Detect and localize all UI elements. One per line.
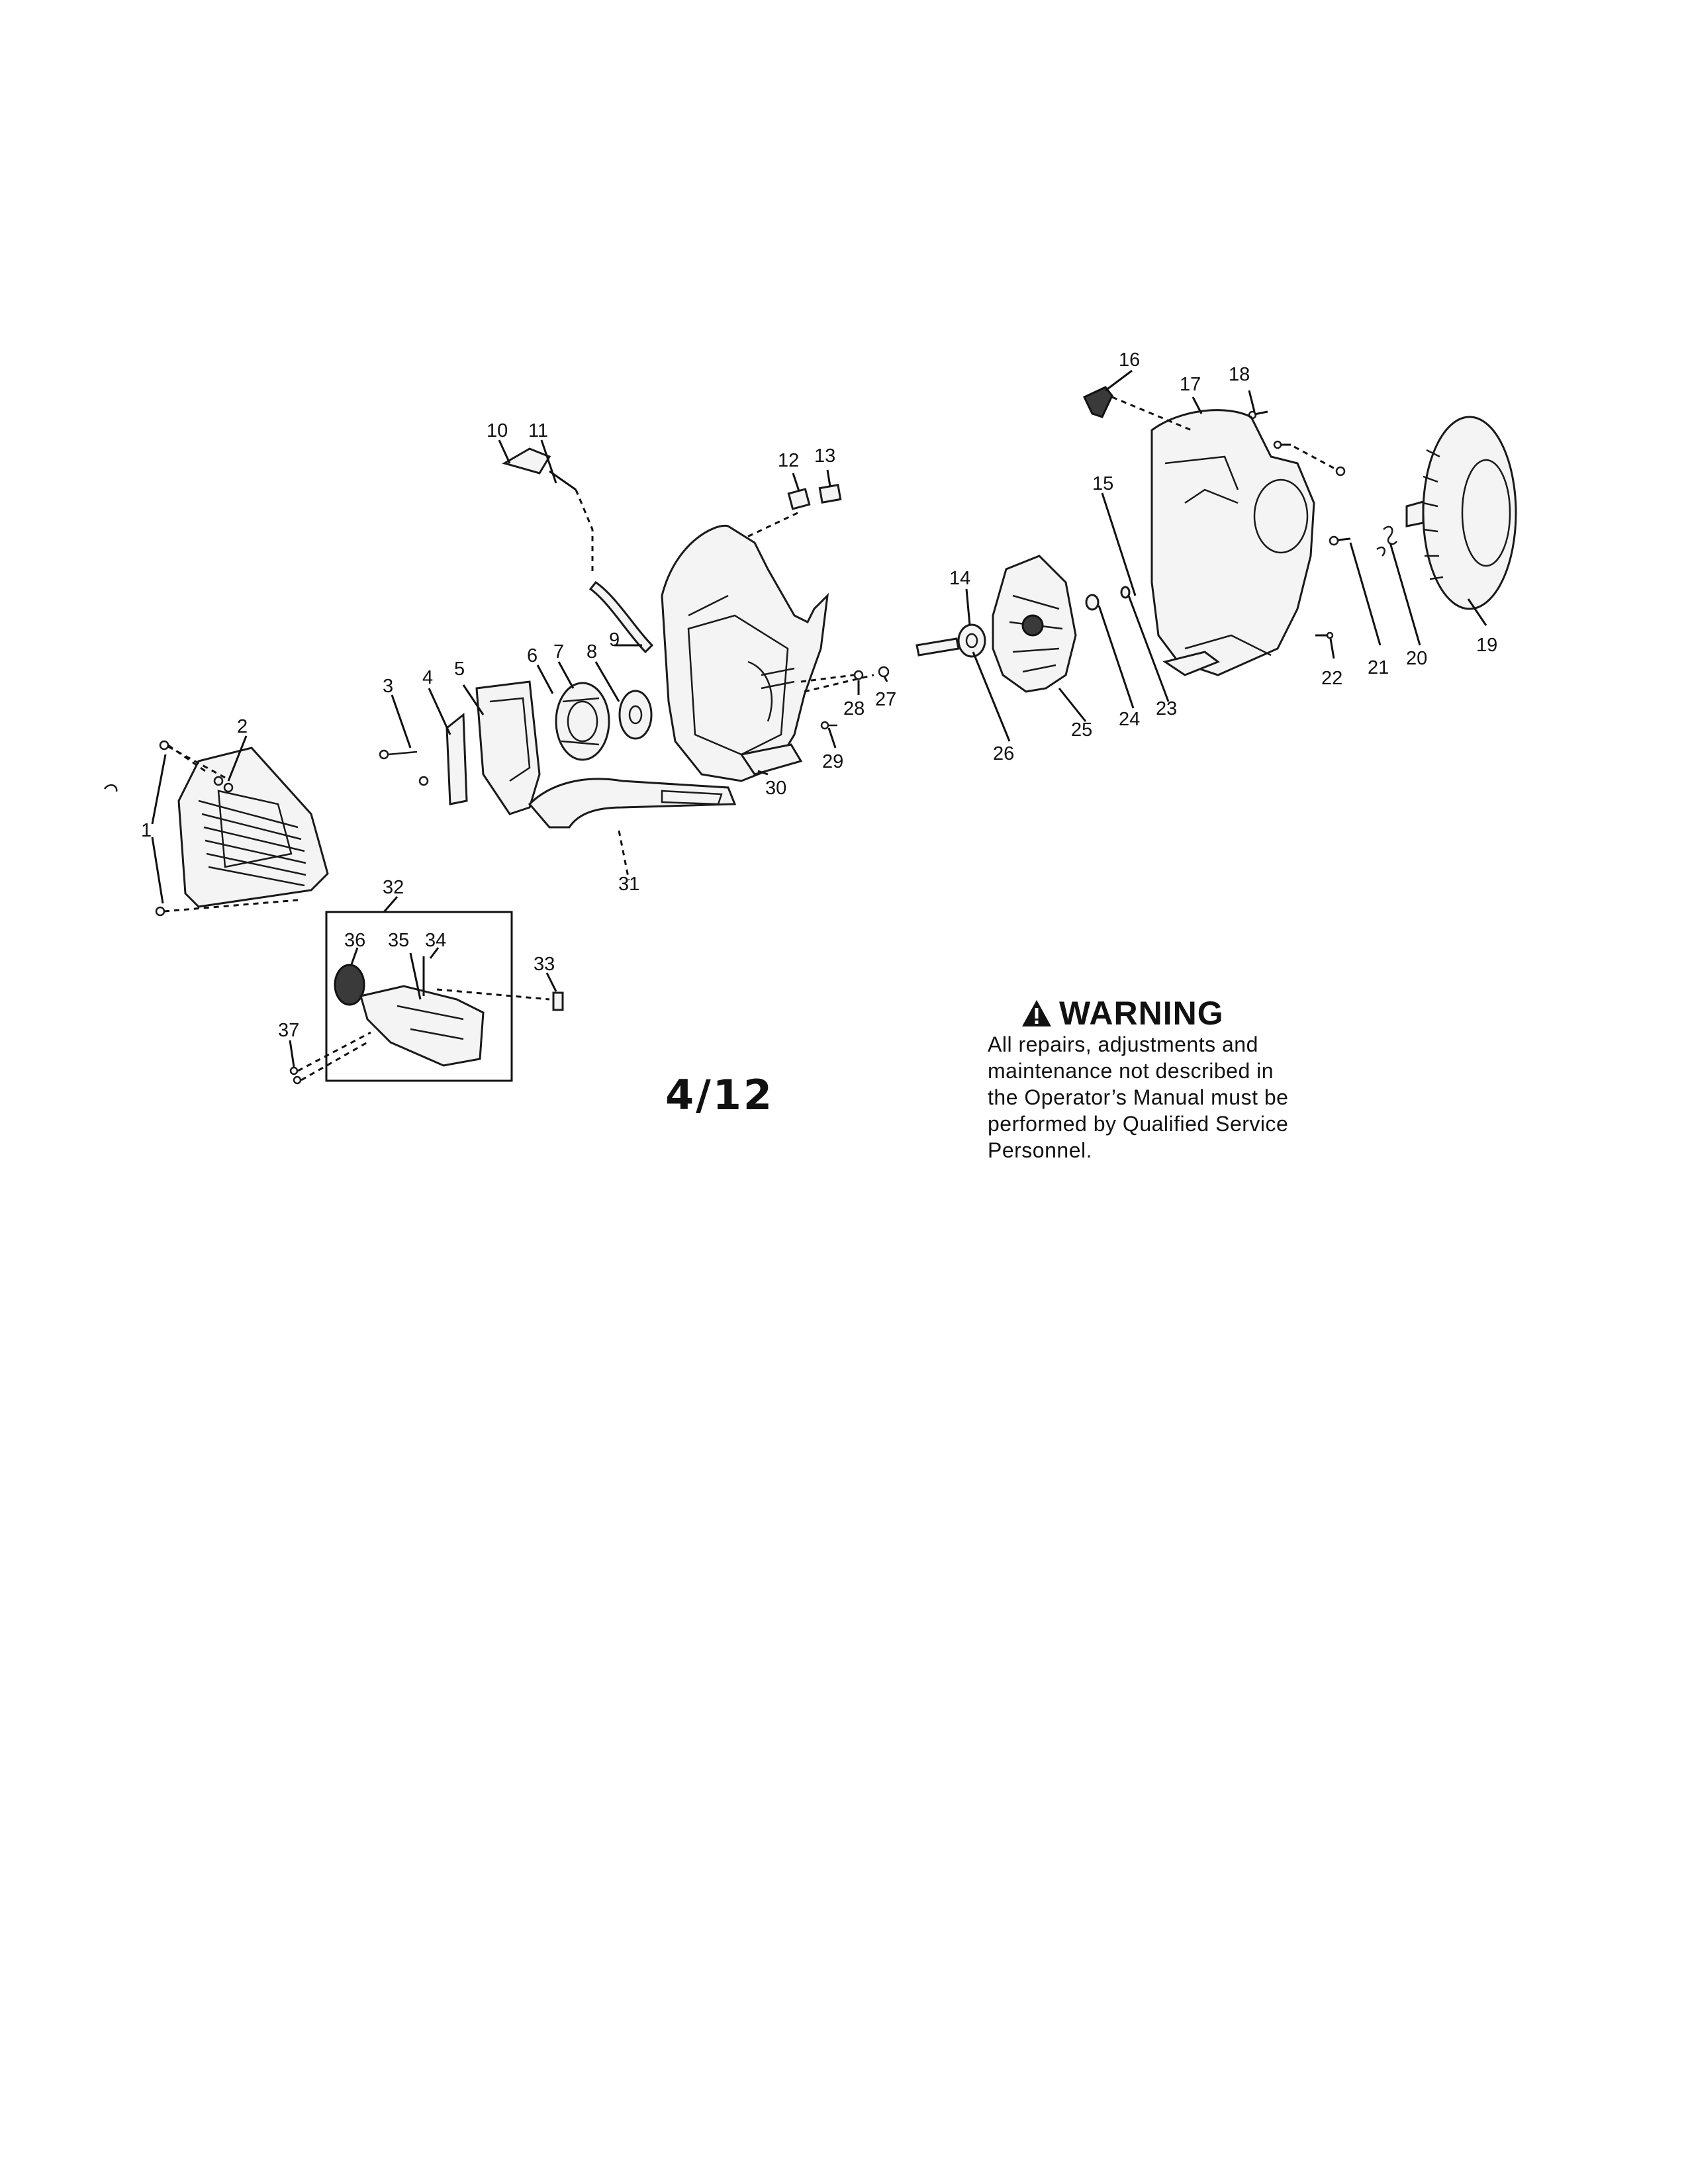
callout-7: 7	[553, 641, 564, 662]
engine-housing	[661, 524, 829, 782]
page-number: 4/12	[665, 1071, 774, 1119]
callout-30: 30	[765, 778, 786, 799]
warning-notice: WARNING All repairs, adjustments and mai…	[988, 994, 1358, 1163]
callout-14: 14	[949, 568, 970, 589]
intake-guard	[1405, 416, 1517, 610]
fasteners-27-29	[800, 666, 890, 730]
callout-27: 27	[875, 689, 896, 710]
switch-part	[1082, 386, 1192, 432]
callout-33: 33	[534, 954, 555, 975]
callout-4: 4	[422, 667, 433, 688]
callout-15: 15	[1092, 473, 1113, 494]
blower-housing	[1150, 409, 1315, 676]
fan-assembly	[915, 555, 1131, 693]
callout-24: 24	[1119, 709, 1140, 730]
callout-11: 11	[528, 420, 548, 441]
callout-22: 22	[1321, 668, 1342, 689]
callout-34: 34	[425, 930, 446, 951]
spring-clip	[1376, 525, 1397, 557]
callout-19: 19	[1476, 635, 1497, 656]
callout-1: 1	[141, 820, 152, 841]
callout-6: 6	[527, 645, 538, 666]
callout-29: 29	[822, 751, 843, 772]
engine-cover	[177, 747, 329, 908]
starter-assembly	[379, 680, 653, 815]
leader-lines	[151, 369, 1487, 1068]
callout-16: 16	[1119, 349, 1140, 371]
callout-35: 35	[388, 930, 409, 951]
warning-line: maintenance not described in	[988, 1059, 1274, 1083]
callout-3: 3	[383, 676, 393, 697]
callout-28: 28	[843, 698, 865, 719]
handle	[528, 778, 737, 829]
callout-13: 13	[814, 445, 835, 467]
inset-tube-assembly	[289, 911, 564, 1085]
callout-25: 25	[1071, 719, 1092, 741]
callout-12: 12	[778, 450, 799, 471]
warning-line: performed by Qualified Service	[988, 1112, 1289, 1136]
callout-labels: 1 2 3 4 5 6 7 8 9 10 11 12 13 14 15 16 1…	[141, 349, 1497, 1041]
bushings	[734, 483, 842, 544]
callout-31: 31	[618, 874, 639, 895]
warning-line: the Operator’s Manual must be	[988, 1085, 1289, 1109]
callout-9: 9	[609, 629, 620, 651]
callout-36: 36	[344, 930, 365, 951]
callout-26: 26	[993, 743, 1014, 764]
callout-17: 17	[1180, 374, 1201, 395]
callout-32: 32	[383, 877, 404, 898]
screws-18-21-22	[1248, 410, 1351, 639]
cover-screws	[103, 740, 299, 917]
warning-heading: WARNING	[1059, 995, 1224, 1032]
callout-21: 21	[1368, 657, 1389, 678]
callout-2: 2	[237, 716, 248, 737]
warning-text: All repairs, adjustments and maintenance…	[988, 1031, 1358, 1163]
callout-20: 20	[1406, 648, 1427, 669]
callout-18: 18	[1229, 364, 1250, 385]
warning-title: WARNING	[1021, 994, 1358, 1032]
warning-line: All repairs, adjustments and	[988, 1032, 1258, 1056]
fuel-filter	[502, 447, 654, 654]
callout-8: 8	[586, 641, 597, 662]
warning-triangle-icon	[1022, 1000, 1051, 1026]
warning-line: Personnel.	[988, 1138, 1092, 1162]
callout-10: 10	[487, 420, 508, 441]
callout-5: 5	[454, 659, 465, 680]
callout-23: 23	[1156, 698, 1177, 719]
callout-37: 37	[278, 1020, 299, 1041]
